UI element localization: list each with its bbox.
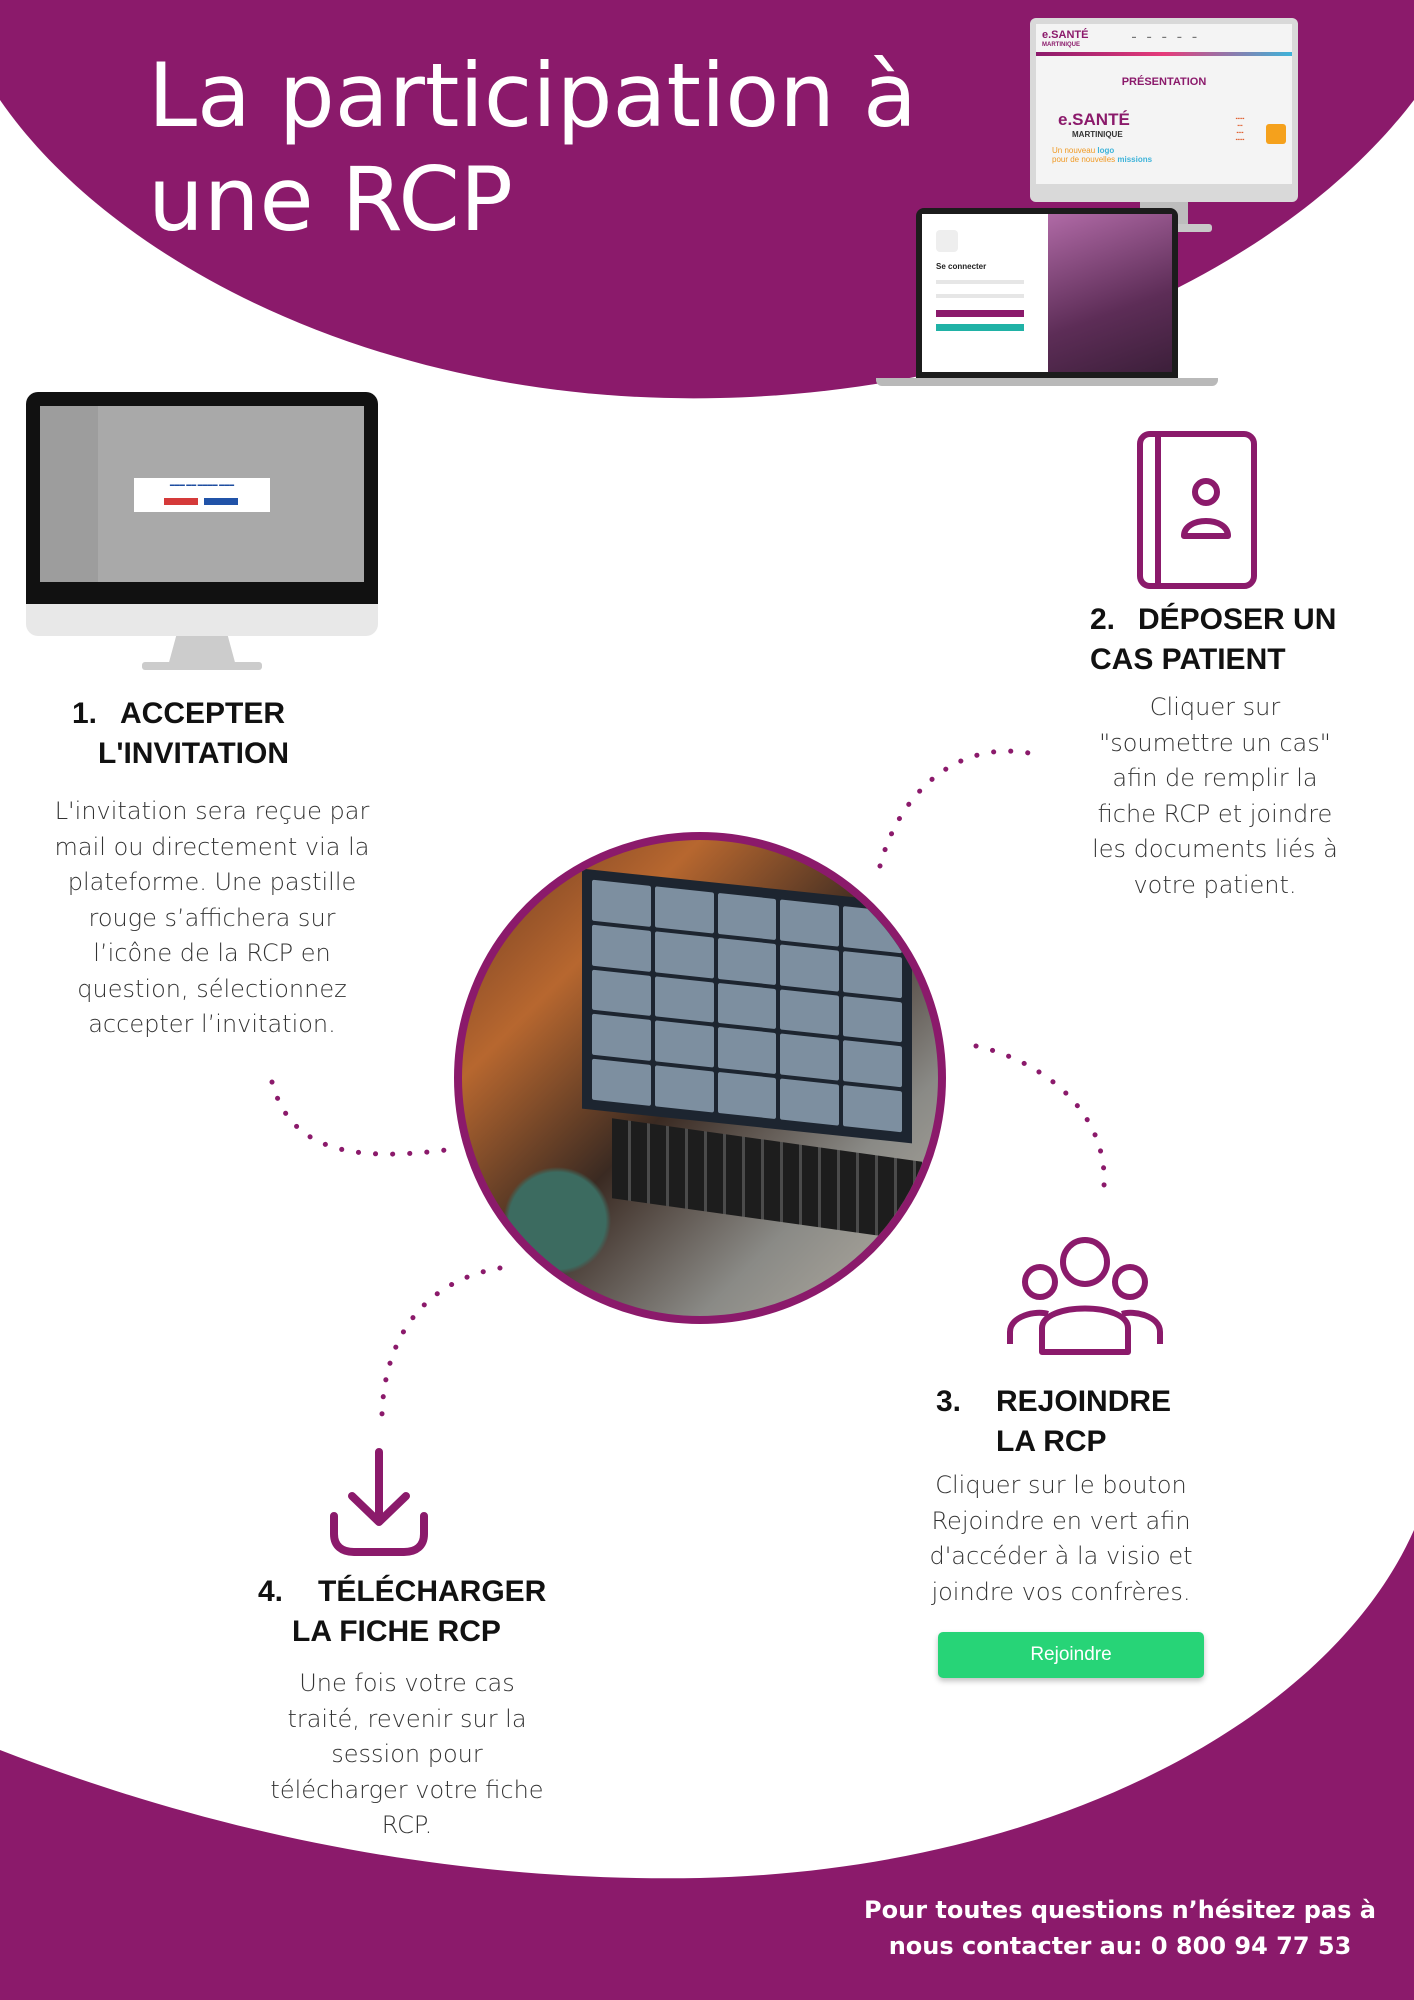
step-2-title-line1: DÉPOSER UN	[1138, 603, 1337, 636]
website-brand-sub: MARTINIQUE	[1072, 130, 1123, 139]
footer-contact: Pour toutes questions n’hésitez pas à no…	[860, 1892, 1380, 1964]
monitor-chin	[26, 604, 378, 636]
join-button[interactable]: Rejoindre	[938, 1632, 1204, 1678]
step-2-number: 2.	[1090, 603, 1116, 636]
accept-button	[204, 498, 238, 505]
step-4-heading: 4. TÉLÉCHARGER LA FICHE RCP	[258, 1572, 546, 1652]
step-2-text: Cliquer sur "soumettre un cas" afin de r…	[1092, 693, 1338, 899]
website-brand-text: e.SANTÉ	[1058, 110, 1130, 129]
refuse-button	[164, 498, 198, 505]
website-logo: e.SANTÉ MARTINIQUE	[1042, 30, 1088, 50]
website-brand: e.SANTÉ MARTINIQUE	[1058, 110, 1130, 139]
surgeon-photo	[1048, 214, 1172, 372]
tagline-accent-1: logo	[1097, 146, 1115, 155]
login-field	[936, 280, 1024, 284]
step-3-number: 3.	[936, 1385, 962, 1418]
invitation-monitor-mockup: ▬▬▬ ▬▬ ▬▬▬▬ ▬▬▬	[26, 392, 378, 674]
step-2-title-line2: CAS PATIENT	[1090, 643, 1286, 676]
page-title: La participation à une RCP	[148, 44, 917, 251]
monitor-frame: ▬▬▬ ▬▬ ▬▬▬▬ ▬▬▬	[26, 392, 378, 604]
website-screen: e.SANTÉ MARTINIQUE ▬ ▬ ▬ ▬ ▬ PRÉSENTATIO…	[1036, 24, 1292, 184]
app-sidebar	[40, 406, 98, 582]
footer-contact-line1: Pour toutes questions n’hésitez pas à	[864, 1896, 1376, 1924]
step-3-title-line1: REJOINDRE	[996, 1385, 1172, 1418]
download-icon	[330, 1448, 428, 1556]
tagline-accent-2: missions	[1117, 155, 1153, 164]
patient-file-icon	[1137, 431, 1257, 589]
login-heading: Se connecter	[936, 262, 987, 271]
tagline-part-2: pour de nouvelles	[1052, 155, 1116, 164]
login-button	[936, 310, 1024, 317]
invitation-dialog: ▬▬▬ ▬▬ ▬▬▬▬ ▬▬▬	[134, 478, 270, 512]
monitor-foot	[142, 662, 262, 670]
step-3-heading: 3. REJOINDRE LA RCP	[936, 1382, 1171, 1462]
step-3-text: Cliquer sur le bouton Rejoindre en vert …	[929, 1471, 1193, 1606]
monitor-stand	[168, 636, 236, 666]
create-account-button	[936, 324, 1024, 331]
step-1-heading: 1. ACCEPTER L'INVITATION	[72, 694, 289, 774]
step-4-text: Une fois votre cas traité, revenir sur l…	[270, 1669, 544, 1839]
step-2-heading: 2. DÉPOSER UN CAS PATIENT	[1090, 600, 1336, 680]
login-field	[936, 294, 1024, 298]
app-icon	[1266, 124, 1286, 144]
login-avatar-icon	[936, 230, 958, 252]
laptop-base	[876, 378, 1218, 386]
website-logo-sub: MARTINIQUE	[1042, 42, 1080, 48]
step-1-text: L'invitation sera reçue par mail ou dire…	[54, 797, 370, 1038]
website-tagline: Un nouveau logo pour de nouvelles missio…	[1052, 146, 1152, 164]
group-icon	[1007, 1237, 1163, 1355]
video-conference-photo	[454, 832, 946, 1324]
footer-contact-line2: nous contacter au: 0 800 94 77 53	[888, 1932, 1352, 1960]
step-4-title-line1: TÉLÉCHARGER	[318, 1575, 547, 1608]
website-color-band	[1036, 52, 1292, 56]
step-1-title-line2: L'INVITATION	[98, 737, 290, 770]
step-4-title-line2: LA FICHE RCP	[292, 1615, 501, 1648]
monitor-bezel: e.SANTÉ MARTINIQUE ▬ ▬ ▬ ▬ ▬ PRÉSENTATIO…	[1030, 18, 1298, 202]
login-screen: Se connecter	[922, 214, 1172, 372]
website-page-title: PRÉSENTATION	[1121, 76, 1207, 88]
step-3-title-line2: LA RCP	[996, 1425, 1107, 1458]
dialog-text: ▬▬▬ ▬▬ ▬▬▬▬ ▬▬▬	[169, 482, 235, 488]
step-1-title-line1: ACCEPTER	[120, 697, 286, 730]
tagline-part-1: Un nouveau	[1052, 146, 1096, 155]
website-side-text: ▪▪▪▪▪▪▪▪▪▪▪▪▪▪▪▪▪	[1235, 116, 1245, 143]
step-1-number: 1.	[72, 697, 98, 730]
website-logo-text: e.SANTÉ	[1042, 29, 1089, 41]
website-nav: ▬ ▬ ▬ ▬ ▬	[1132, 34, 1197, 39]
video-participants-grid	[592, 879, 902, 1133]
invitation-screen: ▬▬▬ ▬▬ ▬▬▬▬ ▬▬▬	[40, 406, 364, 582]
website-monitor-mockup: e.SANTÉ MARTINIQUE ▬ ▬ ▬ ▬ ▬ PRÉSENTATIO…	[1030, 18, 1298, 246]
laptop-screen-video-grid	[582, 868, 912, 1144]
login-laptop-mockup: Se connecter	[876, 208, 1218, 388]
step-4-number: 4.	[258, 1575, 284, 1608]
